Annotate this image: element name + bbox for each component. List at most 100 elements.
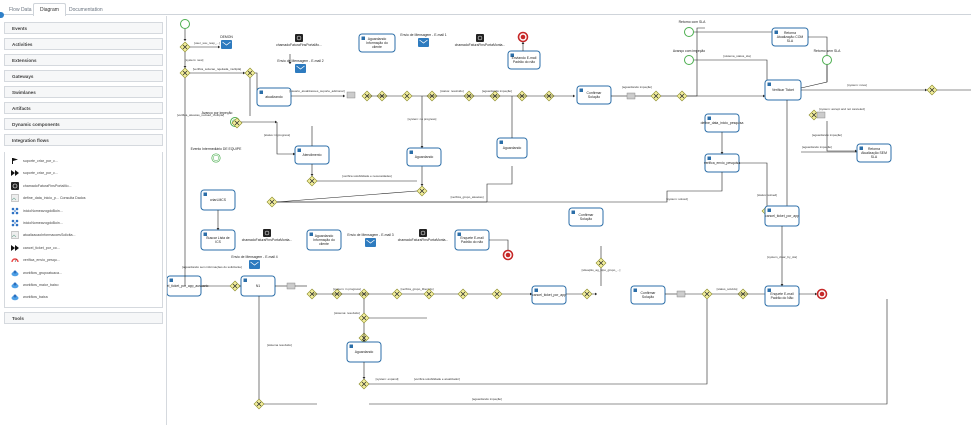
user-task-icon <box>767 82 771 86</box>
user-task-icon <box>571 210 575 214</box>
broken-image-icon <box>11 231 19 240</box>
integration-flow-item[interactable]: define_data_inicio_p... Consulta Dados <box>11 193 161 203</box>
sequence-flow <box>277 172 723 203</box>
panel-integration-flows[interactable]: Integration flows <box>4 134 163 146</box>
gateway-x-mark <box>704 291 710 297</box>
integration-flow-item[interactable]: workflow_grupoatuaca... <box>11 268 161 278</box>
task-label: Solução <box>580 217 592 221</box>
integration-flow-item[interactable]: inicioNomeavogdoBoin... <box>11 218 161 228</box>
task-aguardando-info-2[interactable] <box>306 229 342 251</box>
component-palette: Events Activities Extensions Gateways Sw… <box>4 22 163 422</box>
task-label: Aguardando <box>315 234 334 238</box>
task-retorna-sem-sla[interactable] <box>856 143 892 163</box>
task-cancel-ticket-app-2[interactable] <box>531 285 567 305</box>
integration-flow-item[interactable]: chamadoFaturaFinsPortaMo... <box>11 181 161 191</box>
timer-icon <box>212 154 220 162</box>
mail-task[interactable] <box>249 260 260 269</box>
task-label: N1 <box>256 284 260 288</box>
tab-documentation[interactable]: Documentation <box>69 7 103 13</box>
start-event-impecao-2[interactable] <box>684 55 694 65</box>
integration-flow-item[interactable]: suporte_criar_por_c... <box>11 156 161 166</box>
integration-flow-item[interactable]: cancel_ticket_por_co... <box>11 243 161 253</box>
task-label: cliente <box>319 242 329 246</box>
integration-1[interactable] <box>295 34 303 42</box>
task-label: Aguardando <box>368 37 387 41</box>
edge-label: [aguardando impeção] <box>472 397 502 401</box>
task-aguardando-info[interactable] <box>358 33 396 53</box>
edge-label: [system_clear_by_sla] <box>767 255 797 259</box>
gateway-x-mark <box>584 291 590 297</box>
sidebar-toggle-handle[interactable] <box>0 12 4 18</box>
start-event-sem-sla[interactable] <box>822 55 832 65</box>
task-confirmar-solucao-2[interactable] <box>568 207 604 227</box>
sequence-flow <box>486 166 513 202</box>
event-label: Evento Intermediário DE EQUIPE <box>191 147 242 151</box>
panel-swimlanes[interactable]: Swimlanes <box>4 86 163 98</box>
diagram-canvas[interactable]: [user_sou_resp_...]DEMON[system: new][ve… <box>166 16 971 425</box>
integration-label: chamadoFaturaFinsPortaMonta... <box>455 43 506 47</box>
integration-flow-item[interactable]: verifica_envio_pesqu... <box>11 255 161 265</box>
task-aguardando-1[interactable] <box>406 147 442 167</box>
start-event[interactable] <box>180 19 190 29</box>
integration-2[interactable] <box>476 34 484 42</box>
data-object <box>816 111 826 119</box>
bell-icon <box>420 230 426 236</box>
task-label: cancel_ticket_por_app <box>765 214 799 218</box>
panel-activities[interactable]: Activities <box>4 38 163 50</box>
mail-task[interactable] <box>295 64 306 73</box>
task-confirmar-solucao-3[interactable] <box>630 285 666 305</box>
task-label: cliente <box>372 45 382 49</box>
gateway-x-mark <box>494 291 500 297</box>
integration-4[interactable] <box>419 229 427 237</box>
integration-flow-item[interactable]: workflow_baixa <box>11 292 161 302</box>
user-task-icon <box>767 208 771 212</box>
start-event-sla[interactable] <box>684 27 694 37</box>
task-confirmar-solucao[interactable] <box>576 85 612 105</box>
mail-task[interactable] <box>221 40 232 49</box>
panel-tools[interactable]: Tools <box>4 312 163 324</box>
tab-flow-data[interactable]: Flow Data <box>9 7 32 13</box>
user-task-icon <box>203 232 207 236</box>
integration-flow-item[interactable]: inicioNomeavogdoBoin... <box>11 206 161 216</box>
panel-artifacts[interactable]: Artifacts <box>4 102 163 114</box>
task-label: ICS <box>215 240 221 244</box>
integration-flow-item[interactable]: suporte_criar_por_c... <box>11 168 161 178</box>
user-task-icon <box>510 53 514 57</box>
integration-flow-item[interactable]: workflow_maior_baixo <box>11 280 161 290</box>
flow-arrowhead <box>763 94 765 98</box>
flow-arrowhead <box>720 152 724 154</box>
tab-diagram[interactable]: Diagram <box>33 3 66 16</box>
gateway-x-mark <box>426 291 432 297</box>
task-label: Atualização COM <box>777 35 804 39</box>
sequence-flow <box>489 239 509 250</box>
gateway-x-mark <box>394 291 400 297</box>
panel-dynamic-components[interactable]: Dynamic components <box>4 118 163 130</box>
task-enviando-email[interactable] <box>507 50 541 70</box>
mail-task[interactable] <box>418 38 429 47</box>
flow-arrowhead <box>216 228 220 230</box>
integration-3[interactable] <box>263 229 271 237</box>
task-label: Confirmar <box>587 91 603 95</box>
panel-events[interactable]: Events <box>4 22 163 34</box>
task-label: Retorna <box>868 147 880 151</box>
panel-gateways[interactable]: Gateways <box>4 70 163 82</box>
integration-flow-item[interactable]: atualizacaoInformacoesSolicita... <box>11 230 161 240</box>
flow-arrowhead <box>362 377 366 379</box>
task-label: cancel_ticket_por_app_ausuario <box>167 284 209 288</box>
task-label: Retorna <box>784 31 796 35</box>
edge-label: [aguardando impeção] <box>802 145 832 149</box>
edge-label: [system: new] <box>185 58 204 62</box>
mail-task[interactable] <box>365 238 376 247</box>
bpmn-diagram[interactable]: [user_sou_resp_...]DEMON[system: new][ve… <box>167 16 971 425</box>
task-label: cancel_ticket_por_app <box>532 293 566 297</box>
gateway-x-mark <box>182 44 188 50</box>
task-atualizando[interactable] <box>256 87 292 107</box>
end-event-fill <box>505 252 511 258</box>
edge-label: [usuario_atualizacoes_suporte_adicionar] <box>289 89 345 93</box>
edge-label: [system: nova] <box>847 83 867 87</box>
sequence-flow <box>826 121 857 152</box>
flow-arrowhead <box>183 66 187 68</box>
bell-icon <box>11 181 19 190</box>
task-label: Enquete E-mail <box>460 236 483 240</box>
panel-extensions[interactable]: Extensions <box>4 54 163 66</box>
